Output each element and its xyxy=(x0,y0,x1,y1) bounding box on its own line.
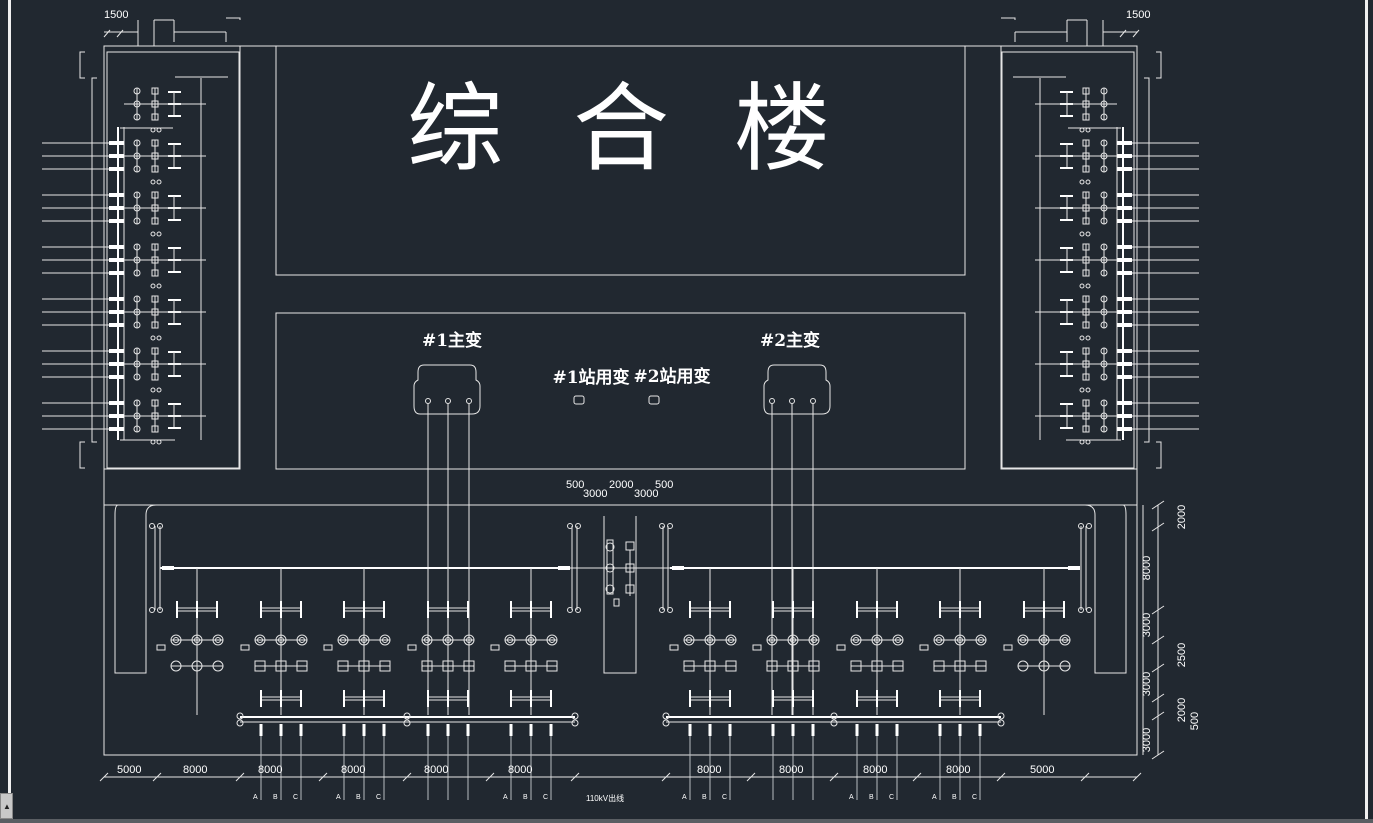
dim-right-6: 500 xyxy=(1189,712,1201,730)
dim-center-500-left: 500 xyxy=(566,479,584,491)
drawing-frame-right-border xyxy=(1365,0,1368,819)
dim-top-left: 1500 xyxy=(104,9,128,21)
dim-bottom-5: 8000 xyxy=(508,764,532,776)
dim-center-2000: 2000 xyxy=(609,479,633,491)
up-arrow-icon: ▲ xyxy=(3,802,11,811)
dim-bottom-8: 8000 xyxy=(863,764,887,776)
svg-text:B: B xyxy=(952,794,957,801)
svg-text:B: B xyxy=(356,794,361,801)
svg-text:B: B xyxy=(869,794,874,801)
dim-bottom-6: 8000 xyxy=(697,764,721,776)
right-switchgear-bays xyxy=(1035,87,1199,445)
110kv-bays xyxy=(156,568,1071,800)
dim-right-5: 2000 xyxy=(1176,698,1188,722)
dim-bottom-0: 5000 xyxy=(117,764,141,776)
svg-text:A: A xyxy=(849,794,854,801)
right-switchgear-room xyxy=(1000,17,1162,470)
dimension-lines: 1500 1500 500 3000 2000 3000 500 xyxy=(104,9,1150,778)
dim-right-3: 2500 xyxy=(1176,643,1188,667)
svg-text:B: B xyxy=(273,794,278,801)
dim-bottom-1: 8000 xyxy=(183,764,207,776)
dim-right-1: 8000 xyxy=(1141,556,1153,580)
dim-center-3000-right: 3000 xyxy=(634,488,658,500)
scroll-up-button[interactable]: ▲ xyxy=(0,793,13,819)
outdoor-yard xyxy=(103,504,1138,756)
dim-bottom-9: 8000 xyxy=(946,764,970,776)
dim-bottom-7: 8000 xyxy=(779,764,803,776)
dim-top-right: 1500 xyxy=(1126,9,1150,21)
building-char-2: 合 xyxy=(573,73,669,185)
svg-text:C: C xyxy=(722,794,727,801)
left-switchgear-room xyxy=(79,17,241,470)
comprehensive-building: 综 合 楼 xyxy=(275,45,966,276)
transformer-1-label: #1主变 xyxy=(422,330,482,351)
station-transformer-2-label: #2站用变 xyxy=(633,366,710,387)
dim-right-2: 3000 xyxy=(1141,613,1153,637)
svg-text:C: C xyxy=(543,794,548,801)
building-char-3: 楼 xyxy=(734,73,830,185)
bottom-dimension-texts: 5000 8000 8000 8000 8000 8000 8000 8000 8000 8000… xyxy=(99,764,1142,801)
transformer-area: #1主变 #2主变 #1站用变 #2站用变 xyxy=(275,312,966,715)
svg-text:A: A xyxy=(503,794,508,801)
dim-bottom-2: 8000 xyxy=(258,764,282,776)
svg-text:A: A xyxy=(253,794,258,801)
svg-text:B: B xyxy=(702,794,707,801)
building-char-1: 综 xyxy=(407,73,503,185)
dim-center-3000-left: 3000 xyxy=(583,488,607,500)
bottom-note-110kv: 110kV出线 xyxy=(586,793,624,803)
dim-center-500-right: 500 xyxy=(655,479,673,491)
dim-right-4: 3000 xyxy=(1141,672,1153,696)
svg-text:A: A xyxy=(932,794,937,801)
dim-bottom-3: 8000 xyxy=(341,764,365,776)
svg-text:C: C xyxy=(972,794,977,801)
dim-bottom-4: 8000 xyxy=(424,764,448,776)
svg-text:A: A xyxy=(682,794,687,801)
svg-text:C: C xyxy=(293,794,298,801)
station-transformer-1-label: #1站用变 xyxy=(552,367,629,388)
transformer-2-label: #2主变 xyxy=(760,330,820,351)
svg-text:C: C xyxy=(376,794,381,801)
dim-right-7: 3000 xyxy=(1141,728,1153,752)
dim-bottom-10: 5000 xyxy=(1030,764,1054,776)
dim-right-0: 2000 xyxy=(1176,505,1188,529)
drawing-frame-left-border xyxy=(8,0,11,819)
horizontal-scrollbar[interactable] xyxy=(0,819,1373,823)
svg-text:C: C xyxy=(889,794,894,801)
left-switchgear-bays xyxy=(42,87,206,445)
svg-text:A: A xyxy=(336,794,341,801)
svg-text:B: B xyxy=(523,794,528,801)
